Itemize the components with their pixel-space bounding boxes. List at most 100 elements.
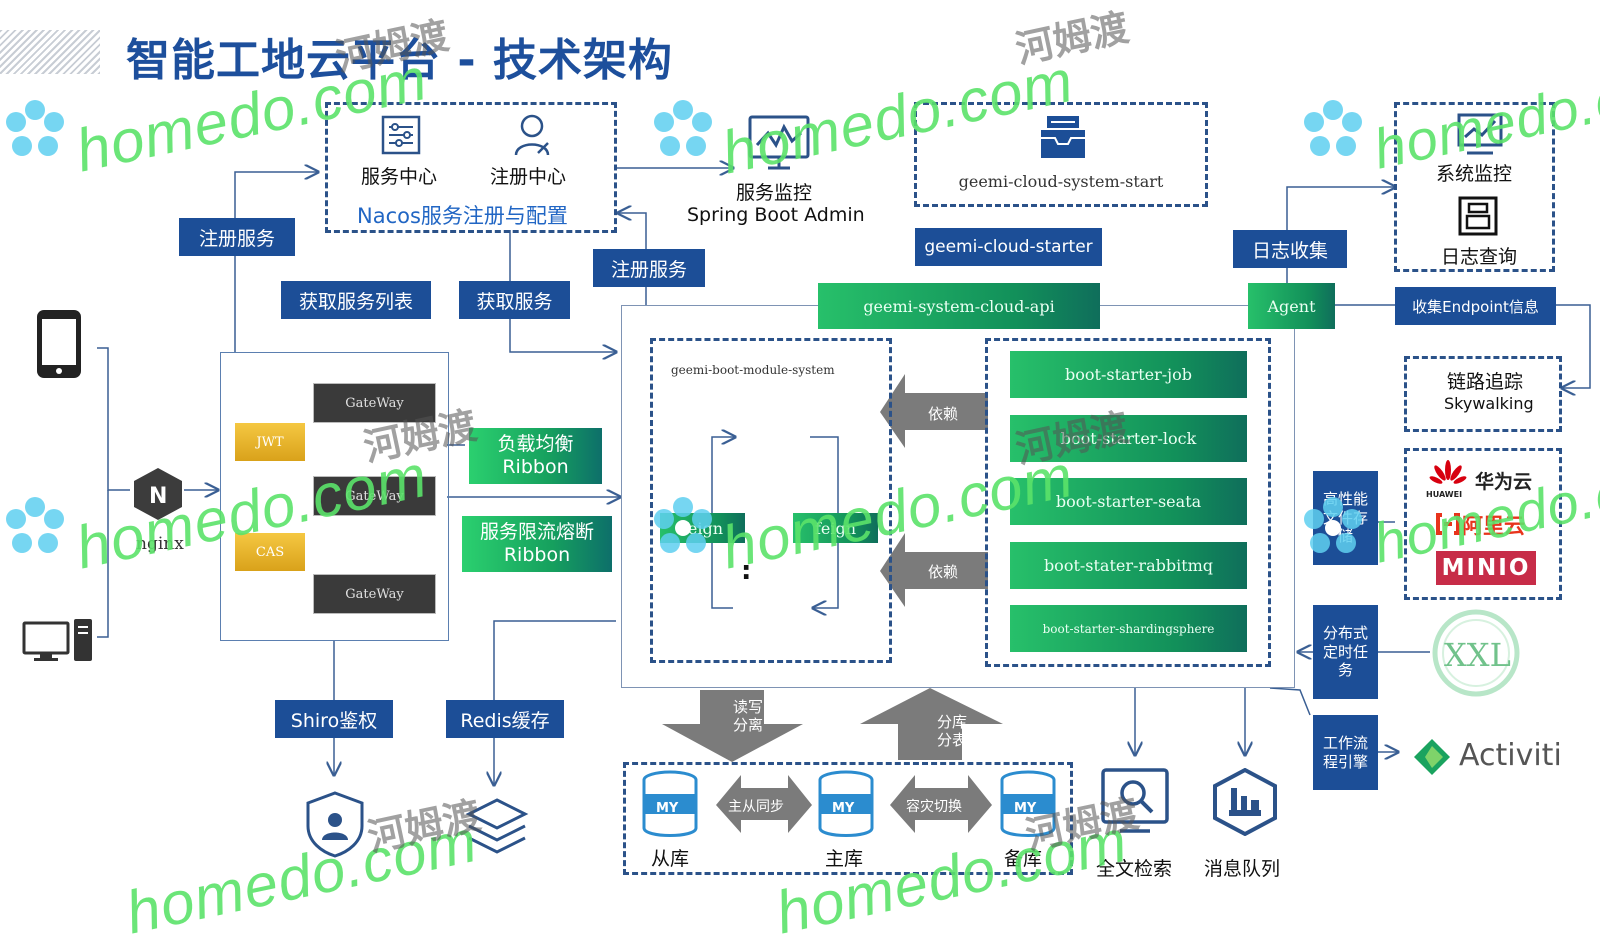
desktop-computer-icon [22,619,92,661]
starter-rabbitmq: boot-stater-rabbitmq [1010,542,1247,589]
watermark-flower-icon [654,100,712,156]
starters-box [985,338,1271,667]
search-label: 全文检索 [1096,858,1173,880]
connector-lines [97,0,1591,833]
scheduler-side-label: 分布式定时任务 [1313,605,1378,699]
registry-center-icon [514,114,550,156]
monitor-chart-icon [748,115,810,170]
sync-arrow [716,775,812,833]
gateway-box [220,352,449,641]
watermark-flower-icon [1304,497,1362,553]
service-center-icon [381,115,421,155]
page-title: 智能工地云平台 - 技术架构 [126,35,673,86]
redis-label: Redis缓存 [446,700,564,738]
xxl-logo-icon [1432,609,1520,697]
register-service-left-label: 注册服务 [179,218,295,256]
skywalking-line2: Skywalking [1444,394,1534,413]
nginx-label: nginx [136,534,184,554]
mobile-phone-icon [37,310,81,378]
master-db-icon [818,770,874,837]
service-center-label: 服务中心 [361,166,438,188]
gateway-item-2: GateWay [313,476,436,516]
register-service-mid-label: 注册服务 [593,249,705,287]
nginx-icon: N [134,468,182,520]
starter-job: boot-starter-job [1010,351,1247,398]
system-monitor-box [1394,102,1555,272]
gateway-item-3: GateWay [313,574,436,614]
monitor-sub: Spring Boot Admin [687,204,865,226]
watermark-flower-icon [6,497,64,553]
rw-split-label: 读写分离 [732,698,763,734]
title-hatch-decoration [0,30,100,74]
system-start-text: geemi-cloud-system-start [958,172,1164,191]
registry-center-label: 注册中心 [490,166,567,188]
log-query-label: 日志查询 [1441,246,1518,268]
get-service-list-label: 获取服务列表 [281,281,431,319]
failover-arrow [890,775,992,833]
ellipsis-colon: : [741,556,752,586]
activiti-label: Activiti [1459,738,1562,773]
skywalking-box [1404,356,1562,432]
system-monitor-label: 系统监控 [1436,163,1513,185]
failover-label: 容灾切换 [906,799,962,815]
get-service-label: 获取服务 [459,281,570,319]
shard-label: 分库分表 [936,713,967,749]
watermark-flower-icon [1304,100,1362,156]
ribbon-cb-line2: Ribbon [503,544,571,566]
backup-db-icon [1000,770,1056,837]
database-box [623,762,1073,875]
cloud-storage-box [1404,448,1562,600]
huawei-small-label: HUAWEI [1426,490,1463,499]
inbox-icon [1041,116,1085,158]
master-db-label: 主库 [825,848,864,870]
slave-db-icon [642,770,698,837]
collect-endpoint-label: 收集Endpoint信息 [1395,287,1556,325]
depend-label-1: 依赖 [928,405,959,423]
backup-db-badge: MY [1014,801,1037,816]
shield-auth-icon [306,791,364,858]
system-start-box [914,102,1208,207]
message-queue-icon [1213,768,1277,836]
cloud-api-label: geemi-system-cloud-api [818,283,1100,329]
ribbon-load-balance: 负载均衡 Ribbon [469,428,602,484]
gateway-item-1: GateWay [313,383,436,423]
ribbon-lb-line2: Ribbon [502,456,569,478]
depend-label-2: 依赖 [928,563,959,581]
workflow-side-label: 工作流程引擎 [1313,715,1378,790]
system-monitor-icon [1457,113,1503,155]
module-system-box [650,338,892,663]
nacos-caption: Nacos服务注册与配置 [357,204,568,228]
slave-db-label: 从库 [651,848,690,870]
cloud-starter-label: geemi-cloud-starter [915,228,1102,266]
minio-logo: MINIO [1436,551,1536,585]
aliyun-logo-icon [1436,513,1460,535]
depend-arrow-1 [880,374,988,448]
feign-right: feign [793,513,878,543]
ribbon-circuit-breaker: 服务限流熔断 Ribbon [462,516,612,572]
watermark-flower-icon [6,100,64,156]
skywalking-line1: 链路追踪 [1447,371,1524,393]
watermark-flower-icon [654,497,712,553]
depend-arrow-2 [880,533,988,607]
svg-text:N: N [149,484,167,509]
mq-label: 消息队列 [1204,858,1281,880]
cas-label: CAS [235,533,305,571]
monitor-label: 服务监控 [736,182,813,204]
starter-shardingsphere: boot-starter-shardingsphere [1010,605,1247,652]
log-collect-label: 日志收集 [1233,230,1347,268]
rw-split-arrow [662,690,803,762]
aliyun-label: 阿里云 [1462,514,1525,538]
full-text-search-icon [1101,768,1169,833]
master-db-badge: MY [832,801,855,816]
ribbon-lb-line1: 负载均衡 [497,433,574,456]
huawei-logo-icon [1429,460,1467,484]
xxl-label: XXL [1444,636,1511,674]
jwt-label: JWT [235,423,305,461]
shard-arrow [860,688,1003,760]
huawei-cloud-label: 华为云 [1475,471,1533,493]
redis-layers-icon [465,798,529,854]
starter-seata: boot-starter-seata [1010,478,1247,525]
shiro-label: Shiro鉴权 [275,700,393,738]
agent-label: Agent [1248,283,1335,329]
starter-lock: boot-starter-lock [1010,415,1247,462]
